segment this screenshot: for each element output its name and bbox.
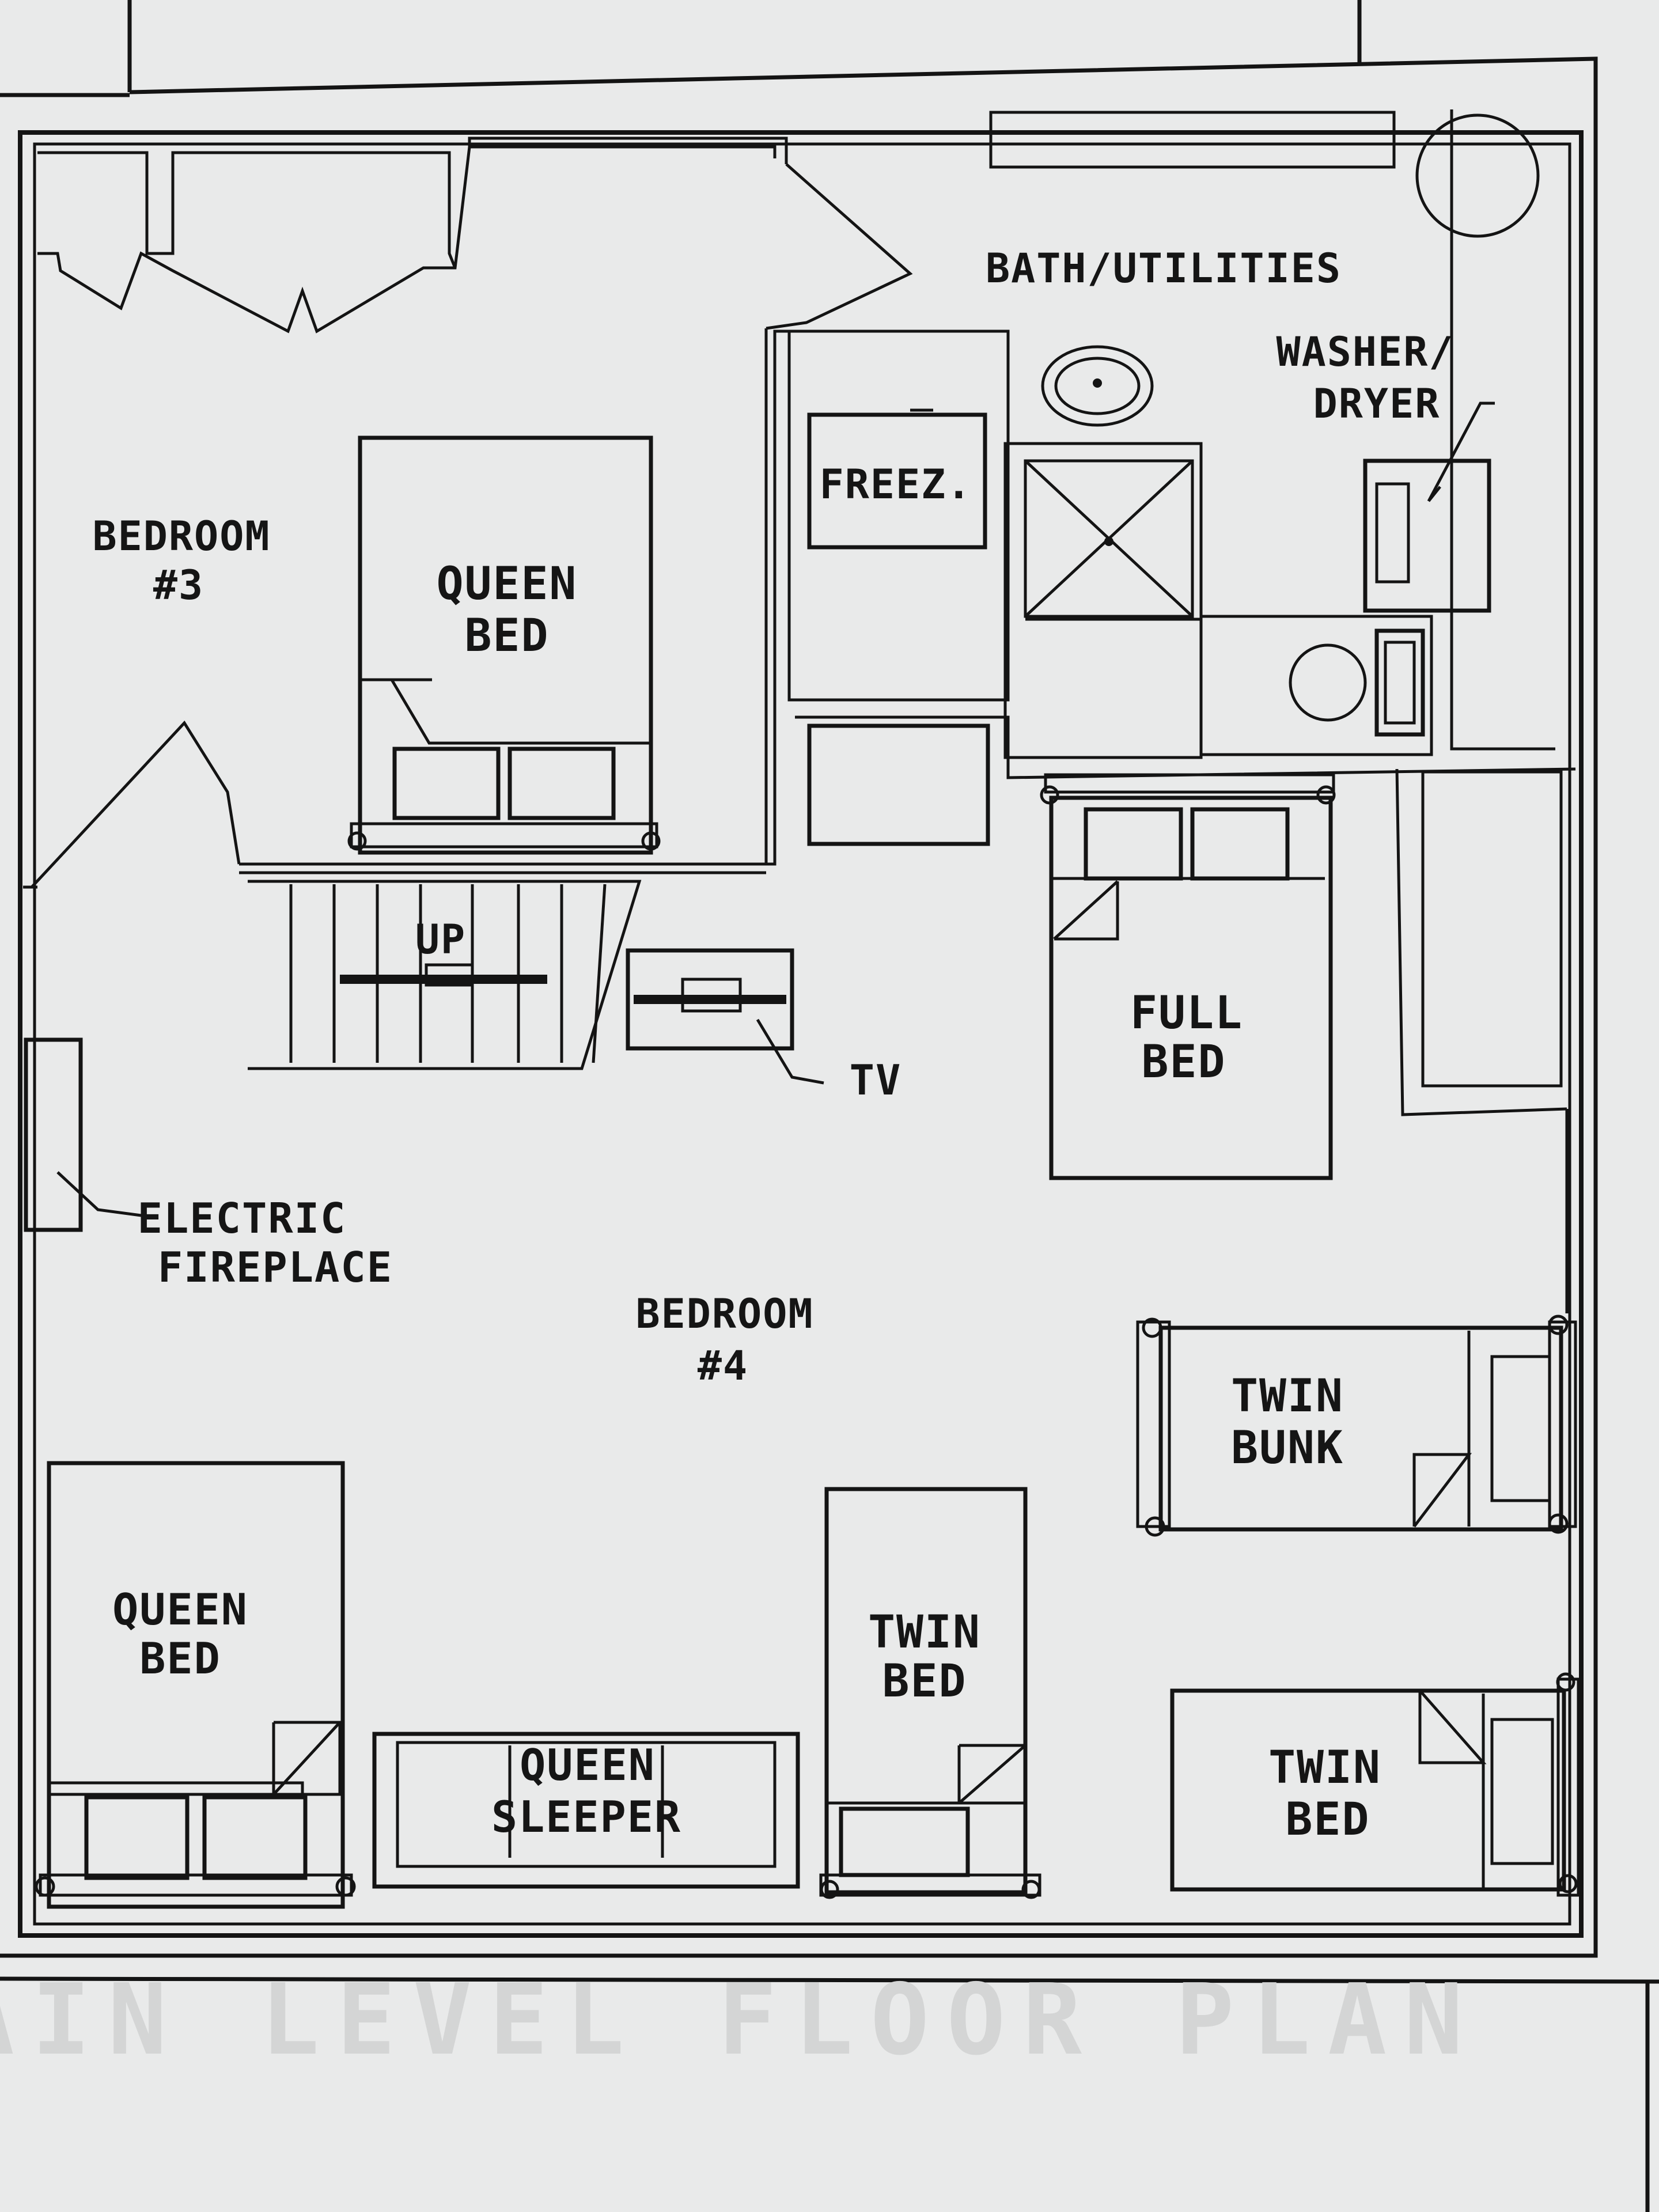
label-twin-bed-right: TWIN (1268, 1742, 1381, 1794)
label-stairs-up: UP (415, 916, 466, 963)
exterior-walls (18, 130, 1584, 1938)
freezer (807, 412, 987, 550)
label-queen-bed-2-b: BED (139, 1633, 221, 1684)
label-twin-bed-center: TWIN (868, 1607, 981, 1658)
bath-utilities-fixtures (787, 109, 1555, 759)
label-dryer: DRYER (1313, 380, 1441, 427)
shower (1003, 442, 1203, 759)
label-queen-bed-1-b: BED (465, 610, 550, 662)
label-full-bed: FULL (1130, 987, 1243, 1039)
electric-fireplace (24, 1037, 142, 1232)
bedroom-3-walls (23, 137, 913, 889)
label-queen-bed-2: QUEEN (112, 1584, 248, 1635)
tv-stand (626, 948, 824, 1085)
label-bedroom-4: BEDROOM (635, 1290, 813, 1338)
queen-sleeper (372, 1732, 800, 1889)
stairs (248, 880, 642, 1070)
label-queen-sleeper: QUEEN (520, 1740, 656, 1790)
label-queen-sleeper-b: SLEEPER (491, 1791, 681, 1842)
toilet (1289, 643, 1367, 722)
label-bedroom-3: BEDROOM (92, 513, 270, 560)
label-bath-utilities: BATH/UTILITIES (986, 245, 1342, 292)
twin-bunk (1136, 1315, 1577, 1537)
label-washer: WASHER/ (1276, 328, 1454, 376)
label-freezer: FREEZ. (820, 461, 972, 508)
label-queen-bed-1: QUEEN (437, 558, 578, 610)
sink (1041, 345, 1154, 427)
washer-dryer (1363, 459, 1491, 613)
full-bed (1040, 773, 1336, 1180)
label-twin-bunk-b: BUNK (1231, 1422, 1344, 1474)
queen-bed-bedroom4 (35, 1461, 356, 1909)
queen-bed-bedroom3 (347, 435, 661, 855)
label-twin-bunk: TWIN (1231, 1370, 1344, 1422)
label-full-bed-b: BED (1142, 1036, 1226, 1088)
water-heater (1415, 113, 1540, 238)
twin-bed-center (819, 1487, 1041, 1899)
label-bedroom-3-number: #3 (153, 562, 204, 609)
label-bedroom-4-number: #4 (698, 1342, 748, 1389)
footer-title: MAIN LEVEL FLOOR PLAN (0, 1963, 1480, 2077)
label-twin-bed-center-b: BED (882, 1656, 967, 1707)
bedroom-4-walls (795, 715, 1576, 1313)
label-tv: TV (850, 1056, 902, 1104)
label-electric: ELECTRIC (138, 1194, 347, 1243)
label-fireplace: FIREPLACE (158, 1243, 393, 1291)
label-twin-bed-right-b: BED (1286, 1794, 1370, 1846)
twin-bed-right (1170, 1672, 1580, 1897)
